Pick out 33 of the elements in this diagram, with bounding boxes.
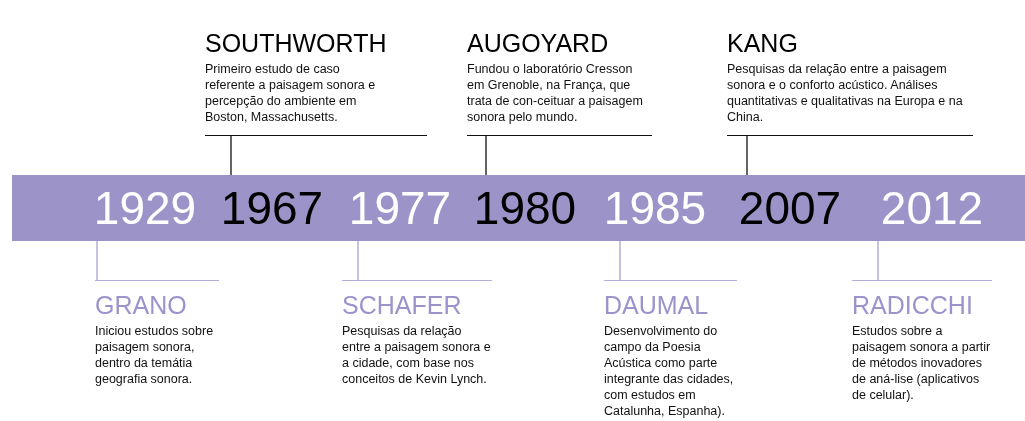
timeline-entry (342, 280, 492, 387)
entry-heading: SOUTHWORTH (205, 29, 388, 57)
year-label: 1929 (93, 183, 197, 233)
connector-tick (619, 240, 621, 281)
timeline-entry (852, 280, 992, 403)
entry-description: Iniciou estudos sobre paisagem sonora, dentro da temátia geografia sonora. (95, 323, 215, 387)
connector-tick (877, 240, 879, 281)
connector-tick (96, 240, 98, 281)
entry-heading: GRANO (95, 291, 188, 319)
entry-description: Pesquisas da relação entre a paisagem sonora e a cidade, com base nos conceitos de Kevin Lynch. (342, 323, 492, 387)
year-label: 2007 (738, 183, 842, 233)
entry-heading: RADICCHI (852, 291, 974, 319)
year-label: 1980 (473, 183, 577, 233)
entry-description: Fundou o laboratório Cresson em Grenoble, na França, que trata de con-ceituar a paisagem sonora pelo mundo. (467, 61, 644, 125)
timeline-entry (604, 280, 737, 419)
year-label: 1985 (603, 183, 707, 233)
year-label: 2012 (880, 183, 984, 233)
connector-tick (746, 135, 748, 176)
entry-heading: KANG (727, 29, 799, 57)
connector-tick (357, 240, 359, 281)
timeline-band (12, 175, 1025, 241)
entry-heading: AUGOYARD (467, 29, 610, 57)
entry-description: Desenvolvimento do campo da Poesia Acústica como parte integrante das cidades, com estudos em Catalunha, Espanha). (604, 323, 735, 419)
entry-heading: SCHAFER (342, 291, 463, 319)
year-label: 1977 (348, 183, 452, 233)
timeline-entry (95, 280, 219, 387)
year-label: 1967 (220, 183, 324, 233)
entry-description: Primeiro estudo de caso referente a paisagem sonora e percepção do ambiente em Boston, Massachusetts. (205, 61, 377, 125)
entry-description: Estudos sobre a paisagem sonora a partir de métodos inovadores de aná-lise (aplicativos de celular). (852, 323, 992, 403)
connector-tick (230, 135, 232, 176)
connector-tick (485, 135, 487, 176)
entry-heading: DAUMAL (604, 291, 710, 319)
entry-description: Pesquisas da relação entre a paisagem sonora e o conforto acústico. Análises quantitativas e qualitativas na Europa e na China. (727, 61, 964, 125)
